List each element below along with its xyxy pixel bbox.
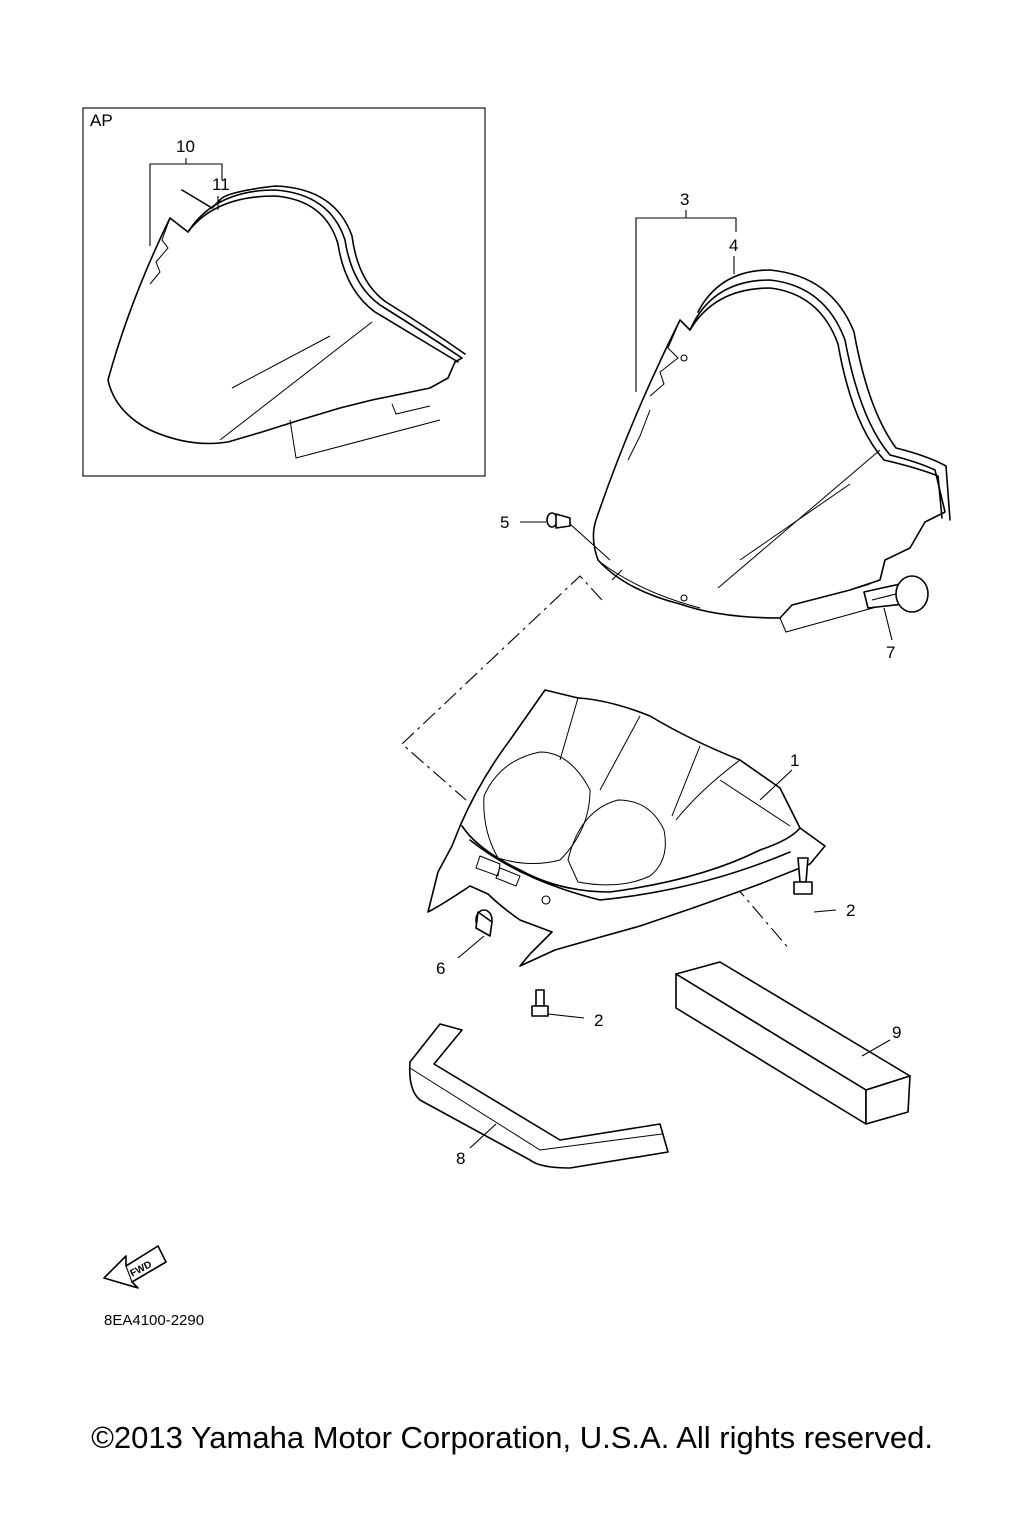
callout-11: 11 bbox=[212, 175, 230, 194]
bolt-part-2-lower bbox=[531, 989, 585, 1019]
callout-1: 1 bbox=[790, 751, 799, 770]
fwd-arrow-icon: FWD bbox=[103, 1245, 167, 1289]
callout-7: 7 bbox=[886, 643, 895, 662]
cowl-part-1 bbox=[427, 689, 826, 967]
windshield-assembly bbox=[592, 269, 951, 633]
callout-8: 8 bbox=[456, 1149, 465, 1168]
grommet-part-6 bbox=[457, 909, 493, 959]
callout-5: 5 bbox=[500, 513, 509, 532]
inset-windshield bbox=[107, 185, 466, 459]
callout-10: 10 bbox=[176, 137, 195, 156]
bolt-part-2-upper bbox=[793, 857, 837, 913]
callout-2-upper: 2 bbox=[846, 901, 855, 920]
trim-part-8 bbox=[408, 1023, 669, 1169]
callout-3: 3 bbox=[680, 190, 689, 209]
foam-part-9 bbox=[675, 961, 911, 1125]
callout-9: 9 bbox=[892, 1023, 901, 1042]
callout-6: 6 bbox=[436, 959, 445, 978]
inset-accessory-box: AP 10 11 bbox=[82, 107, 486, 477]
inset-label: AP bbox=[90, 111, 113, 130]
part-code: 8EA4100-2290 bbox=[104, 1312, 205, 1329]
callout-4: 4 bbox=[729, 236, 738, 255]
screw-part-5 bbox=[520, 512, 571, 529]
callout-2-lower: 2 bbox=[594, 1011, 603, 1030]
copyright-notice: ©2013 Yamaha Motor Corporation, U.S.A. A… bbox=[91, 1420, 933, 1455]
nut-part-7 bbox=[863, 575, 929, 641]
